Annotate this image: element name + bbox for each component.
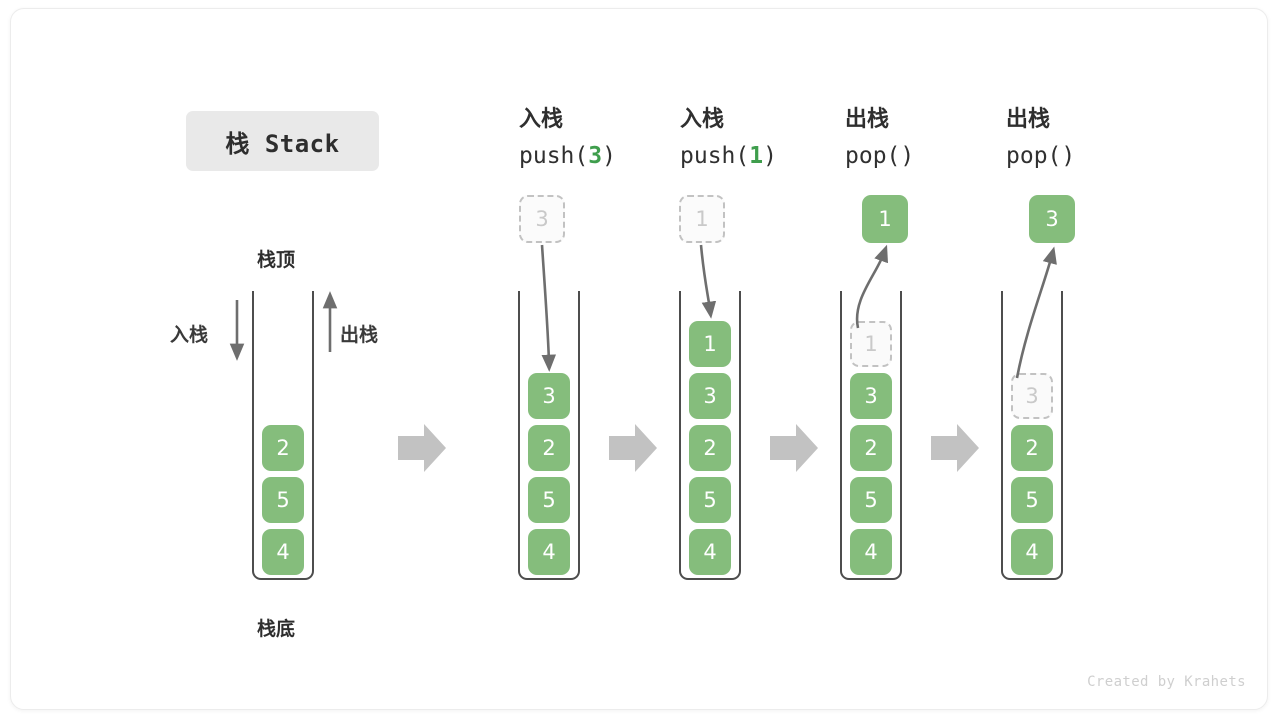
step-op-cn: 出栈: [1006, 107, 1051, 132]
stack-cell: 5: [1011, 477, 1053, 523]
title-badge: 栈 Stack: [186, 111, 379, 171]
stack-wall: [518, 291, 580, 580]
push-incoming-box-2: 1: [679, 195, 725, 243]
stack-cell: 2: [689, 425, 731, 471]
code-prefix: pop(: [845, 142, 901, 169]
pop-result-box-2: 3: [1029, 195, 1075, 243]
code-suffix: ): [763, 142, 777, 169]
stack-wall: [252, 291, 314, 580]
stack-cell: 5: [689, 477, 731, 523]
step-op-code: pop(): [845, 140, 1025, 173]
stack-bottom-label: 栈底: [257, 618, 296, 640]
code-suffix: ): [1061, 142, 1076, 169]
step-op-code: pop(): [1006, 140, 1186, 173]
stack-cell-ghost: 3: [1011, 373, 1053, 419]
stack-step-3: 4 5 2 3 1: [840, 291, 902, 580]
code-suffix: ): [602, 142, 616, 169]
code-arg: 3: [588, 142, 603, 169]
stack-cell: 4: [1011, 529, 1053, 575]
code-suffix: ): [900, 142, 915, 169]
stack-cell: 2: [528, 425, 570, 471]
code-prefix: push(: [519, 142, 589, 169]
step-header-1: 入栈 push(3): [519, 104, 699, 173]
stack-cell: 2: [850, 425, 892, 471]
stack-cell: 3: [528, 373, 570, 419]
credit-text: Created by Krahets: [1087, 674, 1246, 690]
step-op-cn: 出栈: [845, 107, 890, 132]
code-prefix: push(: [680, 142, 750, 169]
stack-cell: 4: [262, 529, 304, 575]
stack-cell: 2: [1011, 425, 1053, 471]
stack-cell: 3: [689, 373, 731, 419]
stack-cell-ghost: 1: [850, 321, 892, 367]
stack-cell: 4: [689, 529, 731, 575]
step-header-2: 入栈 push(1): [680, 104, 860, 173]
stack-cell: 3: [850, 373, 892, 419]
pop-result-box-1: 1: [862, 195, 908, 243]
step-op-cn: 入栈: [519, 107, 564, 132]
step-op-code: push(3): [519, 140, 699, 173]
code-arg: 1: [749, 142, 764, 169]
stack-cell: 2: [262, 425, 304, 471]
stack-step-4: 4 5 2 3: [1001, 291, 1063, 580]
stack-step-2: 4 5 2 3 1: [679, 291, 741, 580]
stack-slots-4: 4 5 2 3: [1001, 373, 1063, 575]
code-prefix: pop(: [1006, 142, 1062, 169]
stack-cell: 1: [689, 321, 731, 367]
step-op-cn: 入栈: [680, 107, 725, 132]
stack-slots-3: 4 5 2 3 1: [840, 321, 902, 575]
stack-cell: 5: [262, 477, 304, 523]
stack-cell: 5: [850, 477, 892, 523]
step-header-3: 出栈 pop(): [845, 104, 1025, 173]
push-incoming-box-1: 3: [519, 195, 565, 243]
stack-cell: 4: [528, 529, 570, 575]
pop-direction-label: 出栈: [340, 324, 379, 346]
step-op-code: push(1): [680, 140, 860, 173]
push-direction-label: 入栈: [170, 324, 209, 346]
stack-top-label: 栈顶: [257, 249, 296, 271]
stack-wall: [840, 291, 902, 580]
stack-initial: 4 5 2: [252, 291, 314, 580]
stack-wall: [1001, 291, 1063, 580]
stack-slots-initial: 4 5 2: [252, 425, 314, 575]
stack-cell: 4: [850, 529, 892, 575]
stack-slots-2: 4 5 2 3 1: [679, 321, 741, 575]
stack-slots-1: 4 5 2 3: [518, 373, 580, 575]
stack-step-1: 4 5 2 3: [518, 291, 580, 580]
stack-wall: [679, 291, 741, 580]
step-header-4: 出栈 pop(): [1006, 104, 1186, 173]
stack-cell: 5: [528, 477, 570, 523]
